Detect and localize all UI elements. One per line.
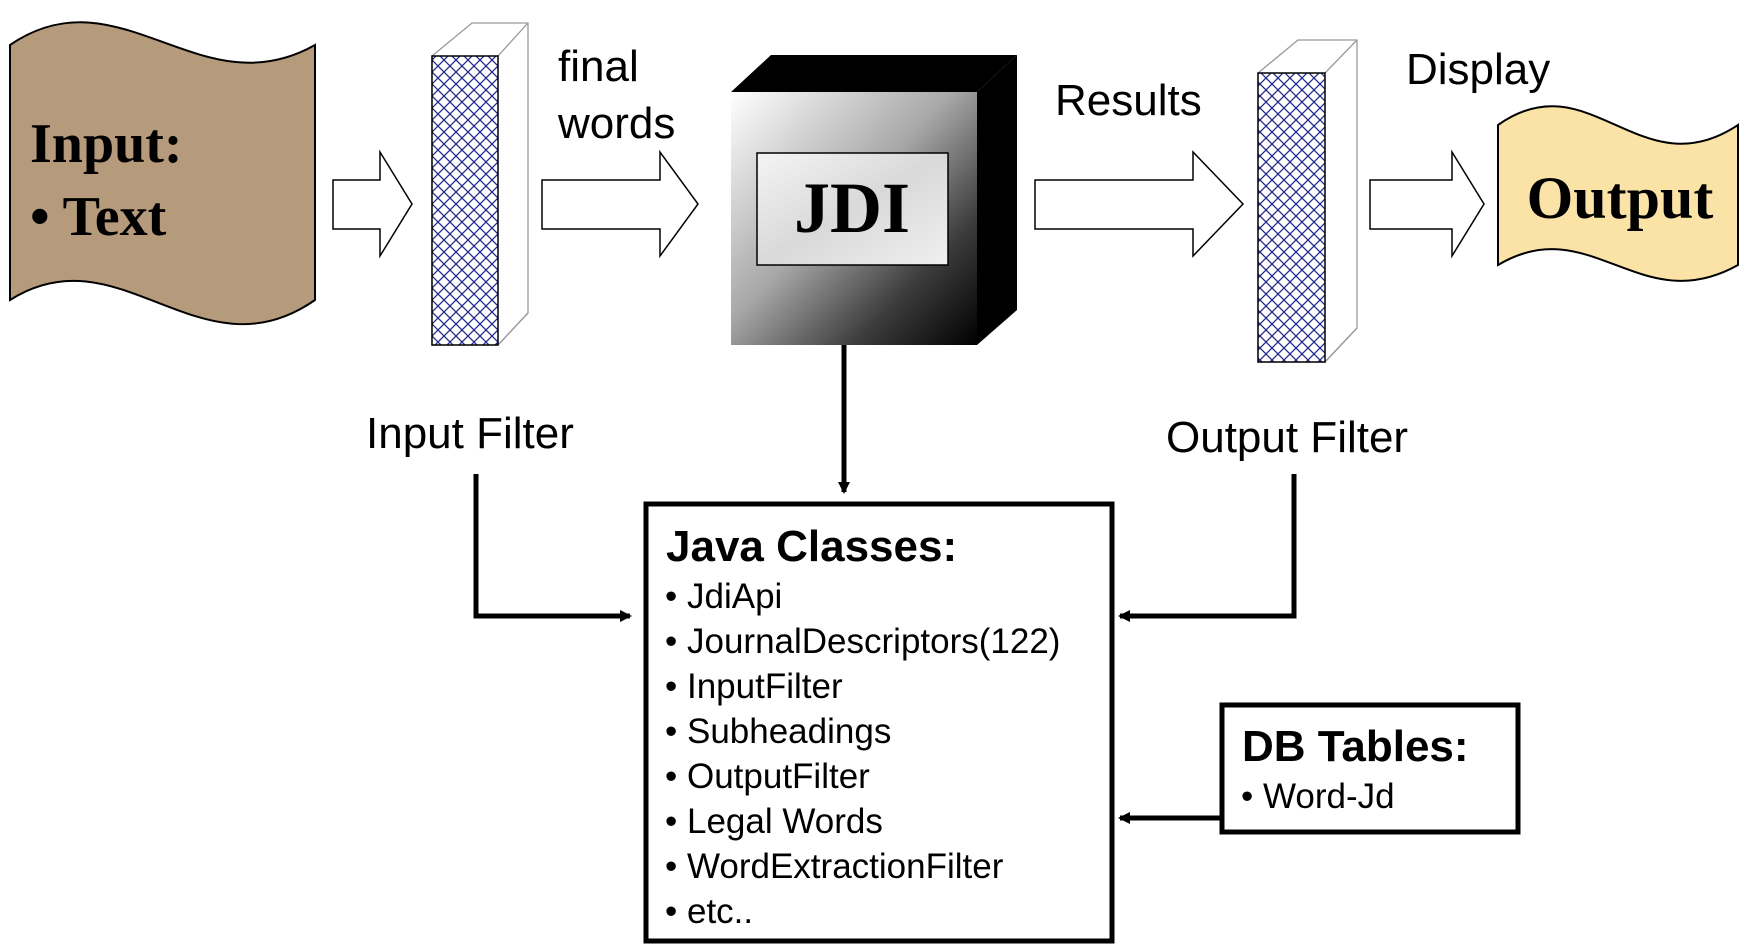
output-filter-slab <box>1257 39 1358 363</box>
jdi-core-cube: JDI <box>731 55 1017 345</box>
db-tables-item: • Word-Jd <box>1241 777 1395 816</box>
db-tables-box: DB Tables: • Word-Jd <box>1219 702 1521 835</box>
java-class-item: • JdiApi <box>665 577 782 616</box>
java-classes-box: Java Classes: • JdiApi • JournalDescript… <box>643 501 1115 944</box>
java-class-item: • Legal Words <box>665 802 883 841</box>
output-document-title: Output <box>1527 165 1714 231</box>
java-class-item: • WordExtractionFilter <box>665 847 1004 886</box>
input-filter-slab <box>431 22 529 346</box>
input-document-item: • Text <box>30 186 167 248</box>
output-document-shape <box>1497 105 1739 282</box>
label-input-filter: Input Filter <box>366 409 574 458</box>
output-document: Output <box>1497 105 1739 282</box>
connector-input-filter-to-classes <box>473 474 632 622</box>
label-results: Results <box>1055 76 1202 125</box>
label-output-filter: Output Filter <box>1166 413 1408 462</box>
java-classes-title: Java Classes: <box>666 522 957 571</box>
jdi-core-label-box <box>756 152 949 266</box>
java-class-item: • JournalDescriptors(122) <box>665 622 1060 661</box>
input-document-shape <box>9 21 316 326</box>
label-display: Display <box>1406 45 1550 94</box>
output-filter-face <box>1257 72 1326 363</box>
java-class-item: • etc.. <box>665 892 753 931</box>
arrow-input-to-filter <box>332 149 413 259</box>
java-class-item: • InputFilter <box>665 667 843 706</box>
arrow-filter-to-jdi <box>541 149 699 259</box>
java-classes-frame <box>643 501 1115 944</box>
input-document: Input: • Text <box>9 21 316 326</box>
java-class-item: • Subheadings <box>665 712 891 751</box>
db-tables-frame <box>1219 702 1521 835</box>
jdi-core-label: JDI <box>794 168 910 248</box>
label-final: final <box>558 42 639 91</box>
db-tables-title: DB Tables: <box>1242 722 1469 771</box>
connector-output-filter-to-classes <box>1118 474 1297 622</box>
input-document-title: Input: <box>30 113 183 175</box>
arrow-jdi-to-output-filter <box>1034 150 1245 258</box>
arrow-filter-to-output <box>1369 149 1485 259</box>
java-class-item: • OutputFilter <box>665 757 870 796</box>
label-words: words <box>557 99 675 148</box>
input-filter-face <box>431 55 499 346</box>
